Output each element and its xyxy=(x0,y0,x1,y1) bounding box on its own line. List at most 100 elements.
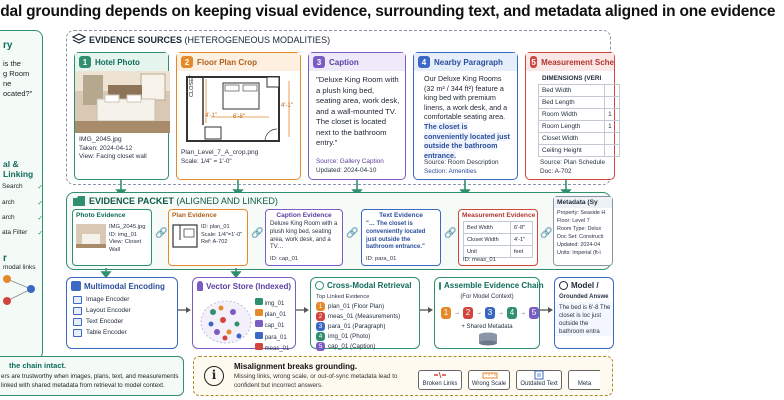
query-line-4: ocated?" xyxy=(3,89,33,98)
photo-thumbnail xyxy=(76,224,106,248)
id-info: ID: cap_01 xyxy=(270,255,299,262)
card-label: Text Evidence xyxy=(379,212,423,219)
query-line-3: ne xyxy=(3,79,12,88)
section-info: Section: Amenities xyxy=(424,167,477,175)
model-answer-box[interactable]: Model / Grounded Answe The bed is 6'-8 T… xyxy=(554,277,614,349)
file-name: IMG_2045.jpg xyxy=(109,224,146,230)
dimension-label: 6'-8" xyxy=(233,114,245,120)
takeaway-text: ers are trustworthy when images, plans, … xyxy=(1,373,179,389)
encoder-row: Text Encoder xyxy=(67,316,177,327)
card-label: Hotel Photo xyxy=(95,57,140,67)
id-info: ID: img_01 xyxy=(109,231,138,238)
card-label: Photo Evidence xyxy=(76,212,126,219)
hotel-photo-card[interactable]: 1 Hotel Photo IMG_2045.jpg Taken: 2024-04… xyxy=(74,52,170,180)
box-label: Cross-Modal Retrieval xyxy=(327,281,412,290)
caption-evidence-card[interactable]: Caption Evidence Deluxe King Room with a… xyxy=(265,209,343,266)
document-icon xyxy=(534,370,544,380)
vector-store-box[interactable]: Vector Store (Indexed) img_01 plan_01 ca… xyxy=(192,277,296,352)
broken-link-icon xyxy=(434,371,446,379)
text-evidence-card[interactable]: Text Evidence "… The closet is convenien… xyxy=(361,209,441,266)
broken-links-tag: Broken Links xyxy=(418,370,462,390)
box-label: Multimodal Encoding xyxy=(84,281,165,291)
shared-metadata-label: + Shared Metadata xyxy=(461,323,513,330)
paragraph-text: Our Deluxe King Rooms (32 m² / 344 ft²) … xyxy=(424,74,510,160)
view-info: View: Closet Wall xyxy=(109,239,142,253)
query-panel: ry is the g Room ne ocated?" al & Linkin… xyxy=(0,30,43,360)
caption-text: "Deluxe King Room with a plush king bed,… xyxy=(316,75,400,147)
database-icon xyxy=(197,281,204,291)
plan-evidence-card[interactable]: Plan Evidence ID: plan_01 Scale: 1/4"=1'… xyxy=(168,209,248,266)
file-name: IMG_2045.jpg xyxy=(79,136,122,143)
caption-evidence-text: Deluxe King Room with a plush king bed, … xyxy=(270,221,338,251)
cross-modal-retrieval-box[interactable]: Cross-Modal Retrieval Top Linked Evidenc… xyxy=(310,277,420,352)
number-badge: 5 xyxy=(530,56,538,68)
arrow-right-icon xyxy=(296,307,309,313)
query-line-2: g Room xyxy=(3,69,30,78)
box-label: Vector Store (Indexed) xyxy=(206,281,291,291)
evidence-sources-title: EVIDENCE SOURCES (HETEROGENEOUS MODALITI… xyxy=(89,35,331,45)
flow-arrows-down xyxy=(100,268,242,279)
warning-title: Misalignment breaks grounding. xyxy=(234,362,358,371)
chain-icon xyxy=(439,281,441,290)
dimensions-title: DIMENSIONS (VERI xyxy=(542,75,602,82)
multimodal-encoding-box[interactable]: Multimodal Encoding Image Encoder Layout… xyxy=(66,277,178,349)
arrow-right-icon xyxy=(420,307,433,313)
layers-icon xyxy=(71,33,87,44)
ruler-icon xyxy=(482,372,498,379)
card-label: Caption Evidence xyxy=(276,212,332,219)
evidence-packet-title: EVIDENCE PACKET (ALIGNED AND LINKED) xyxy=(89,196,278,206)
file-name: Plan_Level_7_A_crop.png xyxy=(181,149,259,156)
number-badge: 1 xyxy=(79,56,91,68)
card-label: Measurement Evidence xyxy=(462,212,536,219)
search-icon xyxy=(315,281,324,290)
taken-date: Taken: 2024-04-12 xyxy=(79,144,133,152)
check-icon: ✓ xyxy=(37,200,43,207)
source-info: Source: Room Description xyxy=(424,159,499,166)
evidence-chain-box[interactable]: Assemble Evidence Chain (For Model Conte… xyxy=(434,277,544,349)
id-info: ID: plan_01 xyxy=(201,224,230,230)
page-title: odal grounding depends on keeping visual… xyxy=(0,3,776,20)
dimension-label: 4'-1" xyxy=(281,103,293,109)
card-label: Plan Evidence xyxy=(172,212,217,219)
table-encoder-icon xyxy=(73,328,82,337)
arrow-right-icon xyxy=(540,307,553,313)
link-icon: 🔗 xyxy=(155,228,168,239)
links-graph-icon xyxy=(3,275,35,305)
number-badge: 3 xyxy=(313,56,325,68)
photo-evidence-card[interactable]: Photo Evidence IMG_2045.jpg ID: img_01 V… xyxy=(72,209,152,266)
encoder-row: Image Encoder xyxy=(67,294,177,305)
source-info: Source: Plan Schedule xyxy=(540,159,606,166)
linking-heading: al & Linking xyxy=(3,159,34,179)
linking-item-3: arch✓ xyxy=(2,214,43,222)
grounded-answer-label: Grounded Answe xyxy=(559,294,609,300)
scale-info: Scale: 1/4" = 1'-0" xyxy=(181,157,232,165)
view-info: View: Facing closet wall xyxy=(79,153,147,160)
plan-thumbnail xyxy=(172,224,198,248)
id-info: ID: para_01 xyxy=(366,255,397,262)
image-encoder-icon xyxy=(73,295,82,304)
card-label: Nearby Paragraph xyxy=(434,57,503,67)
linking-item-2: arch✓ xyxy=(2,199,43,207)
number-badge: 4 xyxy=(418,56,430,68)
link-icon: 🔗 xyxy=(346,228,359,239)
takeaway-box: the chain intact. ers are trustworthy wh… xyxy=(0,356,184,396)
grounded-answer-text: The bed is 6'-8 The closet is loc just o… xyxy=(555,301,613,336)
paragraph-card[interactable]: 4 Nearby Paragraph Our Deluxe King Rooms … xyxy=(413,52,518,180)
retrieval-sub: Top Linked Evidence xyxy=(316,294,370,300)
encoder-row: Layout Encoder xyxy=(67,305,177,316)
encoder-row: Table Encoder xyxy=(67,327,177,338)
doc-info: Doc: A-702 xyxy=(540,167,572,175)
warning-text: Missing links, wrong scale, or out-of-sy… xyxy=(234,373,398,389)
